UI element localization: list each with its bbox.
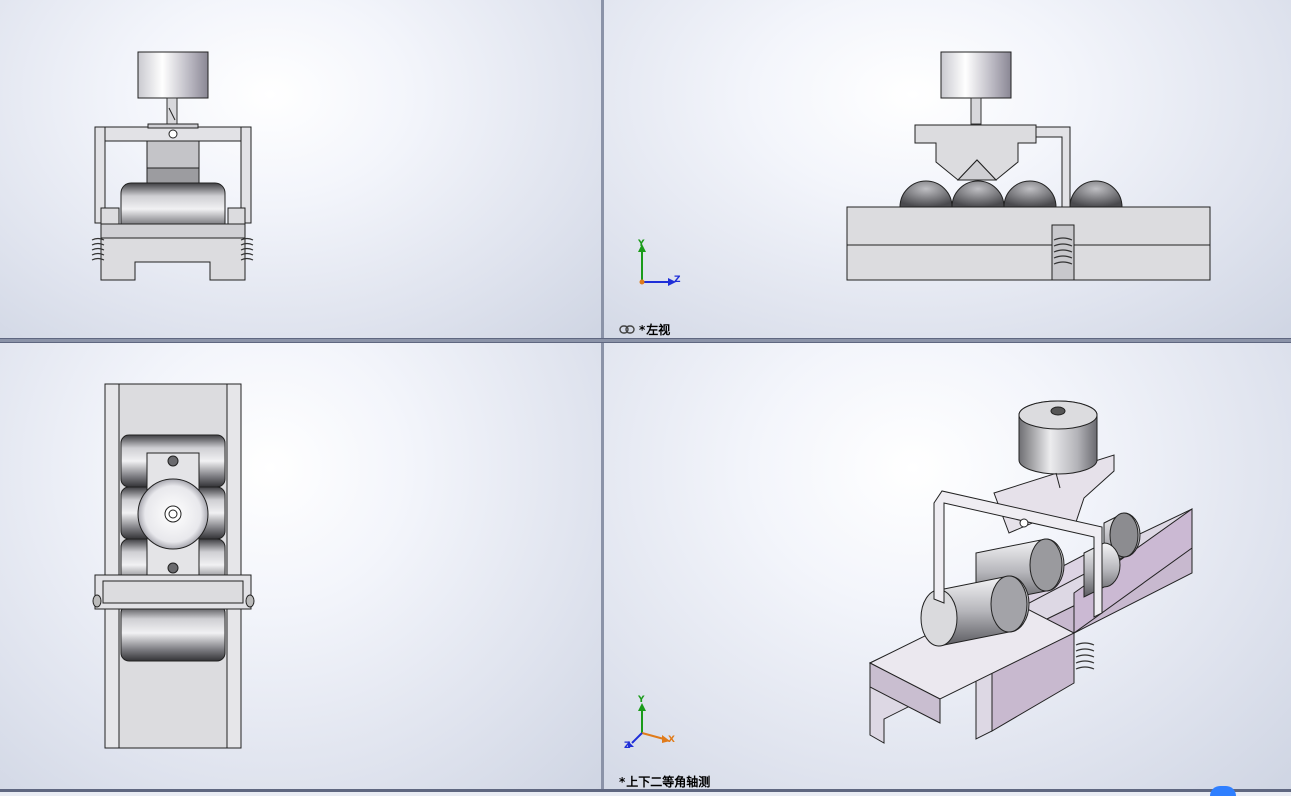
- triad-y-label: Y: [638, 239, 645, 249]
- triad-iso-y-label: Y: [638, 695, 645, 705]
- chain-link-icon[interactable]: [619, 325, 635, 334]
- coordinate-triad-iso: [628, 703, 670, 747]
- triad-z-label: Z: [674, 275, 681, 285]
- viewport-divider-vertical[interactable]: [601, 0, 604, 792]
- front-view-model: [91, 51, 254, 281]
- isometric-view-model: [628, 400, 1193, 747]
- left-view-model: [638, 51, 1211, 286]
- bottom-border: [0, 789, 1291, 792]
- viewport-isometric[interactable]: Y X Z *上下二等角轴测: [604, 343, 1291, 789]
- view-label-left[interactable]: *左视: [639, 323, 671, 337]
- top-view-model: [92, 383, 255, 749]
- viewport-front[interactable]: [0, 0, 601, 338]
- viewport-left[interactable]: Y Z *左视: [604, 0, 1291, 338]
- triad-iso-x-label: X: [668, 735, 675, 745]
- coordinate-triad-left: [638, 244, 676, 286]
- triad-iso-z-label: Z: [624, 741, 631, 751]
- view-label-isometric[interactable]: *上下二等角轴测: [619, 775, 711, 789]
- viewport-divider-horizontal[interactable]: [0, 338, 1291, 343]
- viewport-corner-handle[interactable]: [1210, 786, 1236, 796]
- viewport-top[interactable]: [0, 343, 601, 789]
